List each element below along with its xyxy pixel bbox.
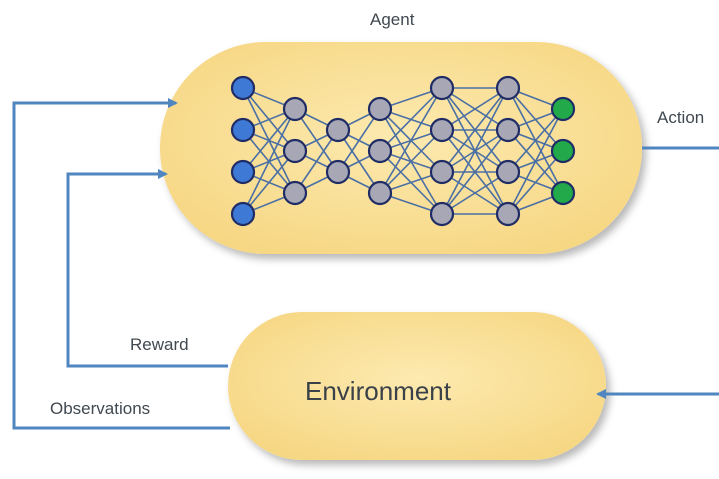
- agent-box: [160, 42, 642, 254]
- hidden-node: [429, 201, 455, 227]
- network-edge: [441, 129, 509, 215]
- network-edge: [242, 108, 296, 173]
- network-edge: [507, 108, 564, 215]
- network-edge: [379, 87, 443, 152]
- hidden-node: [325, 117, 351, 143]
- observations-arrow: [12, 98, 230, 430]
- hidden-node: [429, 159, 455, 185]
- output-node: [550, 96, 576, 122]
- hidden-node: [495, 201, 521, 227]
- hidden-node: [367, 96, 393, 122]
- hidden-node: [325, 159, 351, 185]
- network-edge: [441, 87, 509, 173]
- output-node: [550, 180, 576, 206]
- network-edge: [507, 150, 564, 215]
- output-node: [550, 138, 576, 164]
- input-node: [230, 201, 256, 227]
- hidden-node: [367, 138, 393, 164]
- hidden-node: [282, 138, 308, 164]
- hidden-node: [495, 117, 521, 143]
- network-edge: [294, 129, 339, 194]
- network-edge: [441, 171, 509, 215]
- action-label: Action: [657, 108, 705, 127]
- reward-label: Reward: [130, 335, 189, 354]
- hidden-node: [495, 159, 521, 185]
- reward-arrow: [66, 169, 228, 368]
- observations-label: Observations: [50, 399, 151, 418]
- network-edge: [379, 129, 443, 194]
- hidden-node: [282, 96, 308, 122]
- hidden-node: [429, 75, 455, 101]
- hidden-node: [429, 117, 455, 143]
- network-edge: [242, 150, 296, 215]
- network-edge: [507, 108, 564, 173]
- network-edge: [242, 108, 296, 215]
- network-edge: [441, 87, 509, 215]
- hidden-node: [495, 75, 521, 101]
- environment-box: [228, 312, 606, 460]
- input-node: [230, 159, 256, 185]
- network-edge: [337, 108, 381, 173]
- network-edge: [379, 87, 443, 194]
- agent-title: Agent: [370, 10, 415, 29]
- network-nodes: [230, 75, 576, 227]
- hidden-node: [282, 180, 308, 206]
- input-node: [230, 75, 256, 101]
- input-node: [230, 117, 256, 143]
- network-edge: [441, 87, 509, 131]
- hidden-node: [367, 180, 393, 206]
- environment-label: Environment: [305, 376, 451, 406]
